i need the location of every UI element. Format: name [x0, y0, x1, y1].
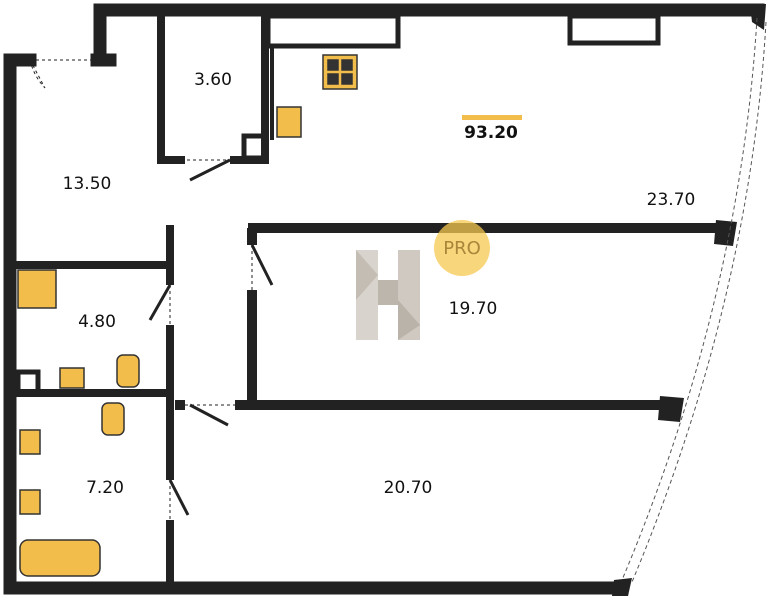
room-area-bathroom-1: 4.80 [78, 312, 116, 332]
pro-badge: PRO [434, 220, 490, 276]
interior-walls [10, 13, 728, 588]
columns [612, 4, 766, 596]
room-area-kitchen: 23.70 [646, 190, 696, 210]
room-area-closet: 3.60 [194, 70, 232, 90]
stove-icon [322, 54, 358, 90]
walls [3, 3, 765, 595]
toilet-icon [116, 354, 140, 388]
windows [621, 17, 767, 583]
total-area-bar [462, 115, 522, 120]
total-area: 93.20 [464, 123, 518, 143]
toilet-icon [101, 402, 125, 436]
outer-wall-top [93, 3, 765, 67]
room-area-bedroom-1: 19.70 [448, 299, 498, 319]
sink-icon [19, 489, 41, 515]
kitchen-sink-icon [276, 106, 302, 138]
sink-icon [19, 429, 41, 455]
sink-icon [59, 367, 85, 389]
room-area-bedroom-2: 20.70 [383, 478, 433, 498]
room-area-hall: 13.50 [62, 174, 112, 194]
shower-icon [17, 269, 57, 309]
room-area-bathroom-2: 7.20 [86, 478, 124, 498]
logo-icon [356, 250, 420, 340]
outer-wall-left-bottom [3, 53, 629, 595]
bathtub-icon [19, 539, 101, 577]
doors [29, 59, 274, 520]
fixtures [17, 54, 358, 577]
